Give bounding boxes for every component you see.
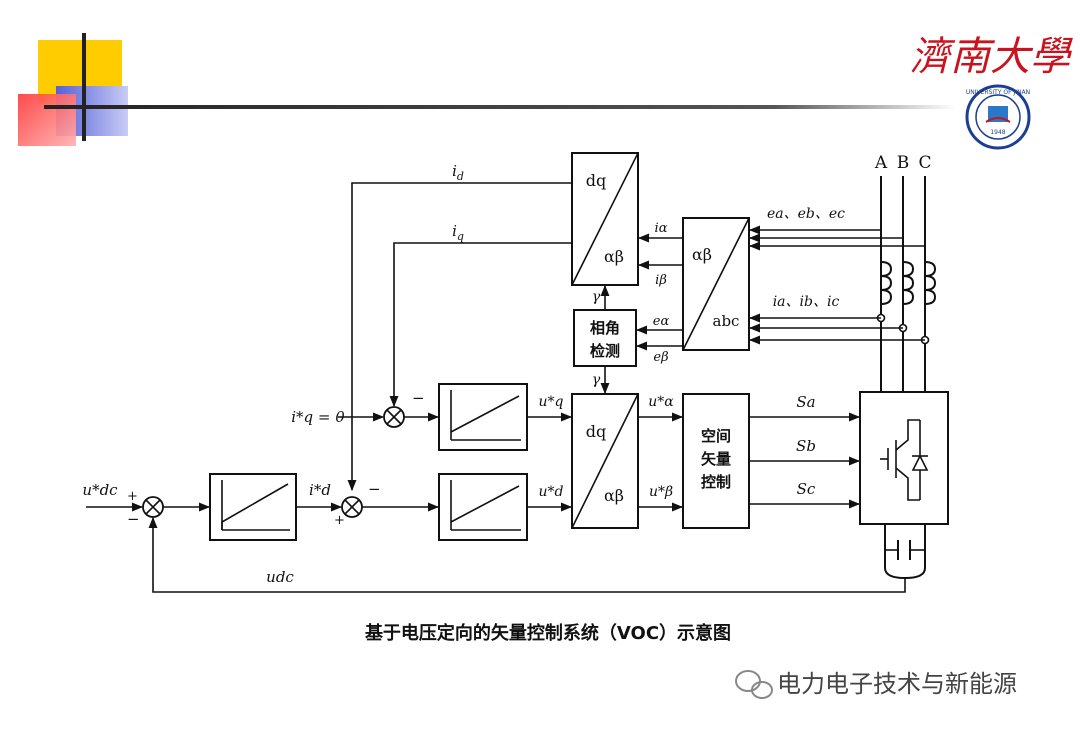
iq-feedback-label: iq	[452, 222, 464, 243]
ualpha-ref-label: u*α	[648, 394, 674, 410]
red-square	[18, 94, 76, 146]
svg-text:αβ: αβ	[604, 247, 624, 266]
abc-to-alphabeta-block: αβ abc	[682, 217, 750, 351]
svg-text:UNIVERSITY OF JINAN: UNIVERSITY OF JINAN	[966, 89, 1030, 96]
svg-text:矢量: 矢量	[701, 450, 731, 468]
current-sense-lines	[748, 313, 925, 345]
id-feedback-label: id	[452, 162, 464, 183]
dc-capacitor-icon	[884, 524, 926, 580]
inductor-coils-icon	[880, 261, 937, 305]
ud-ref-label: u*d	[539, 484, 564, 500]
summing-junction-iq	[383, 406, 405, 428]
uq-ref-label: u*q	[539, 394, 564, 410]
svg-text:+: +	[127, 489, 138, 504]
voc-block-diagram: A B C ea、eb、ec	[82, 152, 949, 644]
summing-junction-id	[341, 496, 363, 518]
sa-label: Sa	[796, 393, 815, 411]
phase-angle-detect-block: 相角 检测	[573, 309, 637, 367]
slide-decoration	[18, 33, 956, 146]
phase-label-b: B	[897, 153, 910, 173]
current-pi-controller-q	[438, 383, 528, 451]
watermark: 电力电子技术与新能源	[735, 670, 1017, 699]
iq-ref-label: i*q = 0	[291, 408, 345, 426]
phase-lines	[880, 176, 926, 392]
sc-label: Sc	[797, 480, 816, 498]
udc-feedback-label: udc	[266, 568, 294, 586]
ubeta-ref-label: u*β	[649, 484, 673, 500]
svg-text:−: −	[368, 480, 381, 498]
udc-ref-label: u*dc	[82, 481, 118, 499]
id-ref-label: i*d	[309, 481, 331, 499]
space-vector-modulation-block: 空间 矢量 控制	[682, 393, 750, 529]
svg-text:+: +	[334, 513, 345, 528]
svg-text:−: −	[412, 389, 425, 407]
summing-junction-udc	[142, 496, 164, 518]
diagram-caption: 基于电压定向的矢量控制系统（VOC）示意图	[364, 622, 731, 644]
gamma-bottom-label: γ	[592, 372, 601, 388]
svg-text:αβ: αβ	[692, 245, 712, 264]
university-logo: 濟南大學 1948 UNIVERSITY OF JINAN	[910, 34, 1073, 150]
voltage-sense-lines	[748, 225, 925, 251]
svg-text:相角: 相角	[590, 319, 620, 337]
i-alpha-label: iα	[655, 221, 668, 236]
vertical-bar	[82, 33, 86, 141]
voltage-pi-controller	[209, 473, 297, 541]
dq-alphabeta-bottom-block: dq αβ	[571, 393, 639, 529]
phase-label-a: A	[874, 153, 888, 173]
current-pi-controller-d	[438, 473, 528, 541]
phase-label-c: C	[918, 153, 931, 173]
svg-text:控制: 控制	[701, 473, 731, 491]
i-abc-label: ia、ib、ic	[773, 294, 840, 310]
svg-text:1948: 1948	[990, 129, 1005, 136]
i-beta-label: iβ	[655, 273, 667, 288]
watermark-text: 电力电子技术与新能源	[777, 670, 1017, 698]
svg-text:dq: dq	[586, 422, 606, 441]
inverter-bridge-icon	[859, 391, 949, 525]
university-seal-icon: 1948 UNIVERSITY OF JINAN	[965, 84, 1031, 150]
svg-text:空间: 空间	[701, 427, 731, 445]
e-beta-label: eβ	[653, 350, 668, 365]
svg-text:−: −	[127, 510, 140, 528]
e-alpha-label: eα	[653, 314, 670, 329]
svg-text:abc: abc	[713, 312, 740, 330]
svg-text:αβ: αβ	[604, 486, 624, 505]
svg-text:dq: dq	[586, 171, 606, 190]
horizontal-bar	[44, 105, 956, 109]
university-name: 濟南大學	[910, 34, 1073, 80]
e-abc-label: ea、eb、ec	[767, 206, 845, 222]
dq-alphabeta-top-block: dq αβ	[571, 152, 639, 286]
svg-text:检测: 检测	[590, 342, 620, 360]
gamma-top-label: γ	[592, 289, 601, 305]
sb-label: Sb	[796, 437, 816, 455]
wechat-icon	[735, 670, 773, 699]
